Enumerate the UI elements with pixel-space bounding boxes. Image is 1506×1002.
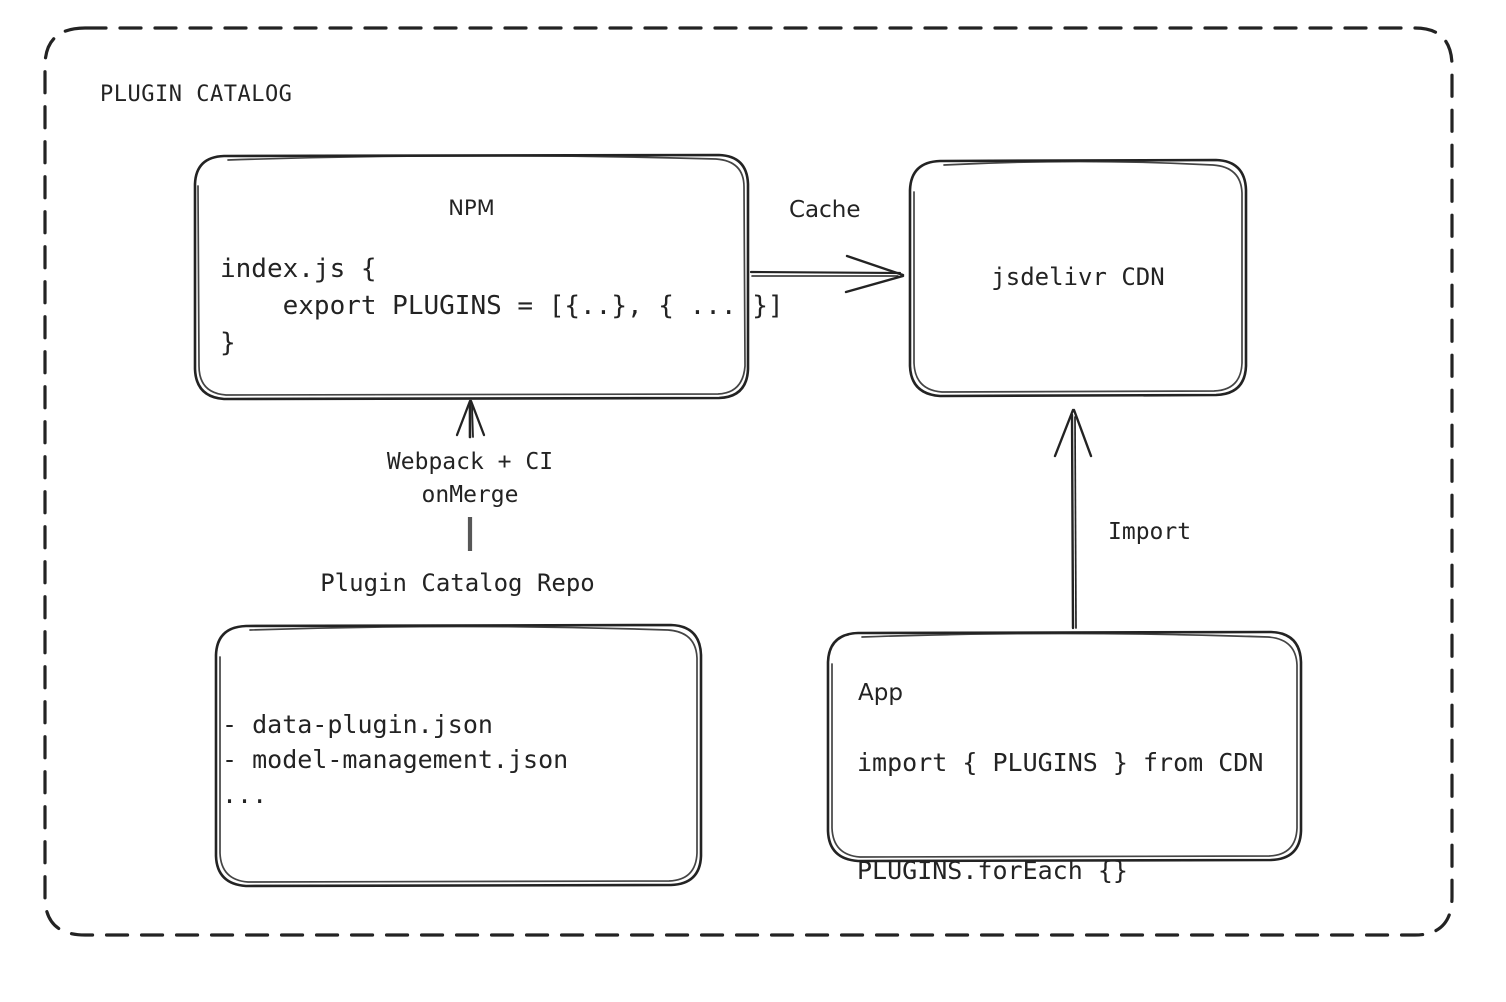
edge-label-cache: Cache bbox=[789, 197, 861, 223]
app-node-title: App bbox=[858, 680, 903, 706]
edge-label-webpack-ci-onmerge: Webpack + CI onMerge bbox=[386, 449, 554, 508]
plugin-catalog-title: PLUGIN CATALOG bbox=[100, 82, 293, 107]
repo-node-title: Plugin Catalog Repo bbox=[320, 569, 595, 597]
repo-node-file-list: - data-plugin.json - model-management.js… bbox=[222, 710, 569, 809]
cdn-node-title: jsdelivr CDN bbox=[991, 263, 1165, 291]
app-node-code: import { PLUGINS } from CDN PLUGINS.forE… bbox=[857, 748, 1264, 885]
edge-label-import: Import bbox=[1108, 519, 1192, 545]
npm-node-code: index.js { export PLUGINS = [{..}, { ...… bbox=[220, 254, 784, 358]
npm-node-title: NPM bbox=[448, 196, 495, 220]
edge-app-to-cdn-arrow bbox=[1053, 408, 1093, 630]
